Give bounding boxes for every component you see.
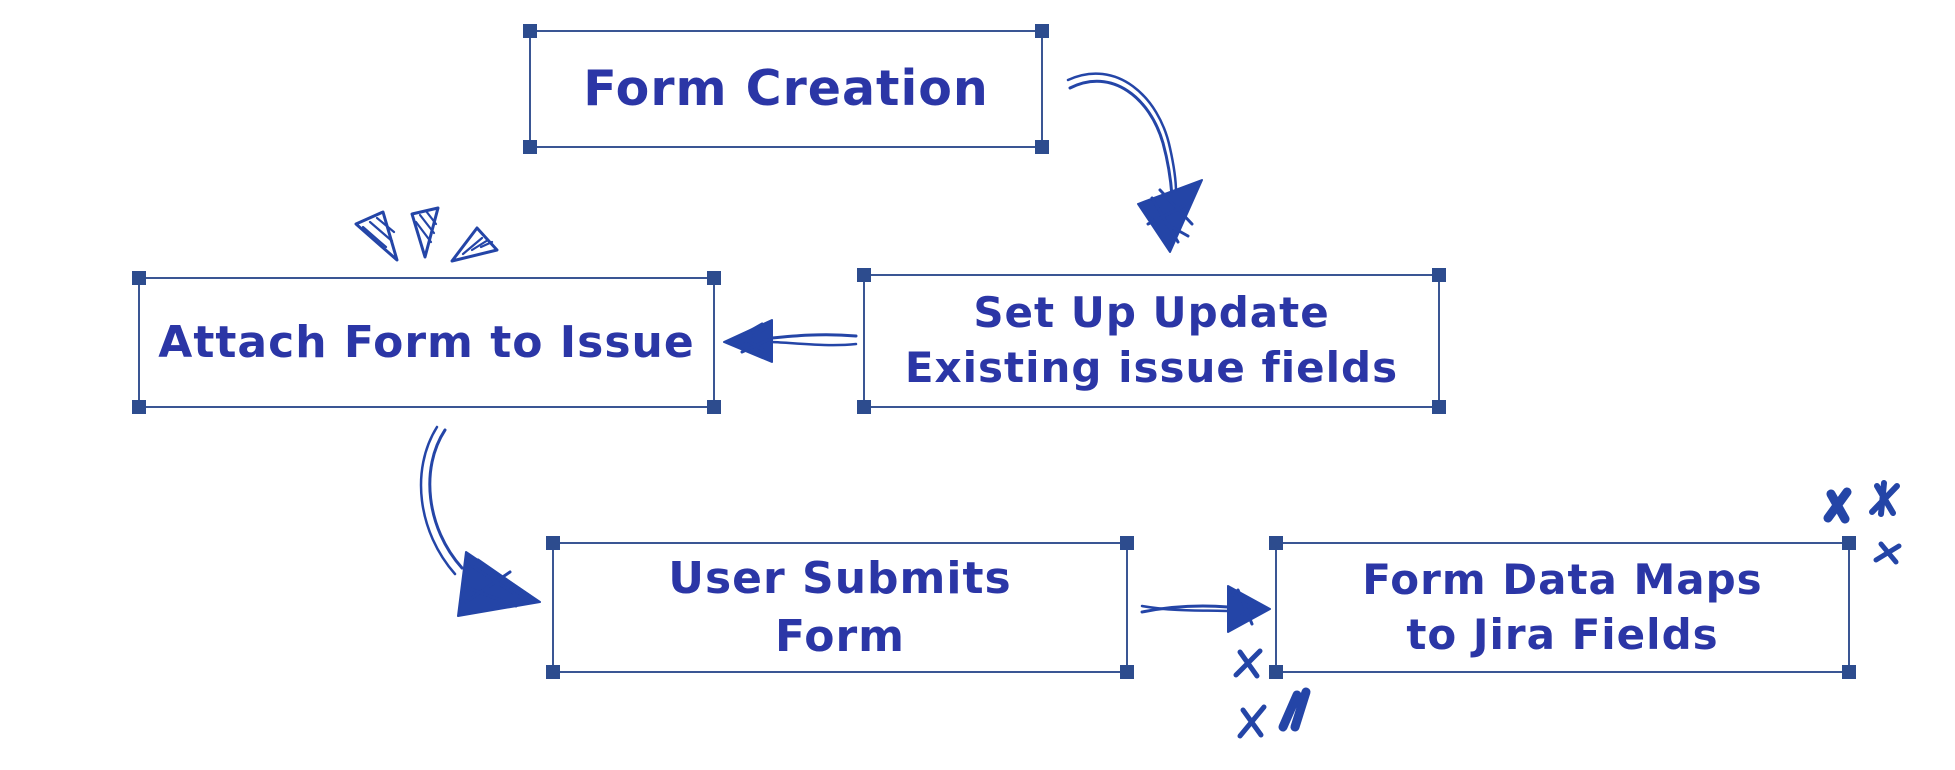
resize-handle-nw[interactable] xyxy=(132,271,146,285)
node-label: Attach Form to Issue xyxy=(158,316,695,368)
node-label-line2: Existing issue fields xyxy=(904,343,1399,392)
node-label-line2: to Jira Fields xyxy=(1406,609,1719,659)
node-label-line1: Form Data Maps xyxy=(1362,554,1763,604)
arrow-form-creation-to-set-up[interactable] xyxy=(1066,72,1203,253)
resize-handle-sw[interactable] xyxy=(546,665,560,679)
resize-handle-se[interactable] xyxy=(1035,140,1049,154)
sparkle-doodle[interactable] xyxy=(354,206,499,263)
resize-handle-sw[interactable] xyxy=(857,400,871,414)
node-label: Form Creation xyxy=(583,60,989,118)
resize-handle-se[interactable] xyxy=(707,400,721,414)
node-form-creation[interactable]: Form Creation xyxy=(523,24,1049,154)
star-doodle-top-right[interactable] xyxy=(1823,480,1902,565)
resize-handle-nw[interactable] xyxy=(1269,536,1283,550)
resize-handle-sw[interactable] xyxy=(1269,665,1283,679)
resize-handle-ne[interactable] xyxy=(1842,536,1856,550)
resize-handle-se[interactable] xyxy=(1120,665,1134,679)
node-label-line1: Set Up Update xyxy=(973,288,1330,338)
star-doodle-bottom-left[interactable] xyxy=(1233,648,1311,739)
resize-handle-nw[interactable] xyxy=(523,24,537,38)
node-form-data-maps[interactable]: Form Data Maps to Jira Fields xyxy=(1269,536,1856,679)
node-user-submits-form[interactable]: User Submits Form xyxy=(546,536,1134,679)
node-attach-form-to-issue[interactable]: Attach Form to Issue xyxy=(132,271,721,414)
arrow-attach-form-to-user-submits[interactable] xyxy=(419,425,541,617)
node-set-up-update[interactable]: Set Up Update Existing issue fields xyxy=(857,268,1446,414)
resize-handle-ne[interactable] xyxy=(1432,268,1446,282)
resize-handle-nw[interactable] xyxy=(857,268,871,282)
node-label-line2: Form xyxy=(774,610,906,662)
resize-handle-ne[interactable] xyxy=(1120,536,1134,550)
node-label-line1: User Submits xyxy=(668,553,1012,605)
resize-handle-ne[interactable] xyxy=(1035,24,1049,38)
resize-handle-sw[interactable] xyxy=(132,400,146,414)
resize-handle-sw[interactable] xyxy=(523,140,537,154)
resize-handle-se[interactable] xyxy=(1432,400,1446,414)
arrow-user-submits-to-form-data-maps[interactable] xyxy=(1140,585,1271,633)
arrow-set-up-to-attach-form[interactable] xyxy=(723,319,858,363)
resize-handle-ne[interactable] xyxy=(707,271,721,285)
resize-handle-se[interactable] xyxy=(1842,665,1856,679)
resize-handle-nw[interactable] xyxy=(546,536,560,550)
